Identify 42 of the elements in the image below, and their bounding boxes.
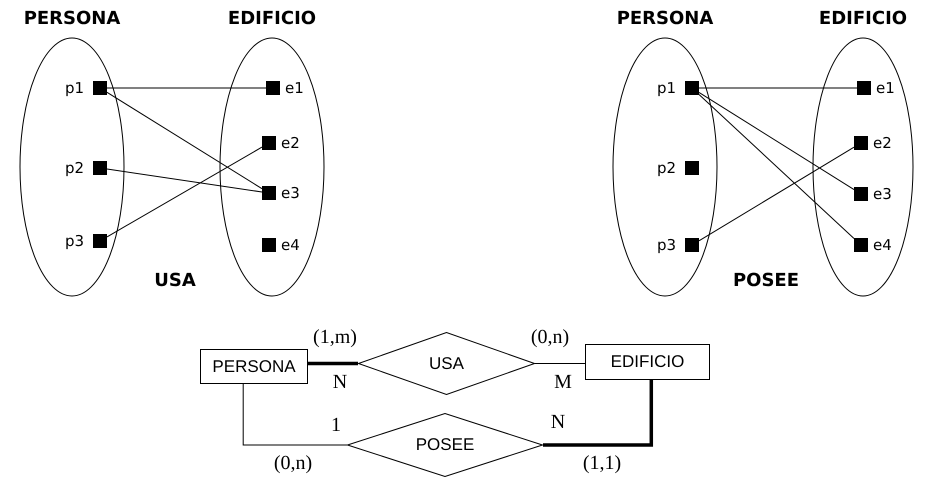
set-heading: PERSONA <box>24 8 120 29</box>
relationship-name: USA <box>429 354 464 374</box>
element-label: e3 <box>281 184 300 202</box>
connector-line <box>698 92 854 190</box>
element-label: p2 <box>65 159 84 177</box>
element-label: p2 <box>657 159 676 177</box>
connector-line <box>106 146 262 238</box>
connector-line <box>698 94 854 239</box>
element-label: e2 <box>873 134 892 152</box>
element-label: p3 <box>65 232 84 250</box>
element-label: p3 <box>657 236 676 254</box>
connector-line <box>534 363 586 364</box>
cardinality-label: (0,n) <box>274 452 312 474</box>
element-label: e4 <box>873 236 892 254</box>
entity-box: EDIFICIO <box>585 344 710 380</box>
element-label: e4 <box>281 236 300 254</box>
element-label: e3 <box>873 185 892 203</box>
cardinality-label: N <box>550 411 566 433</box>
connector-line <box>698 146 854 242</box>
element-label: p1 <box>65 79 84 97</box>
connector-line <box>106 168 262 192</box>
element-label: p1 <box>657 79 676 97</box>
element-label: e2 <box>281 134 300 152</box>
relationship-name: POSEE <box>416 435 474 455</box>
double-line <box>308 362 358 366</box>
double-line <box>543 380 654 447</box>
cardinality-label: (0,n) <box>530 326 570 348</box>
element-label: e1 <box>285 79 304 97</box>
element-label: e1 <box>876 79 895 97</box>
cardinality-label: 1 <box>331 414 341 436</box>
entity-box: PERSONA <box>200 349 308 384</box>
set-heading: PERSONA <box>616 8 714 29</box>
set-heading: EDIFICIO <box>818 8 908 29</box>
cardinality-label: (1,1) <box>582 452 622 474</box>
cardinality-label: N <box>332 371 348 393</box>
cardinality-label: (1,m) <box>313 326 357 348</box>
cardinality-label: M <box>554 371 572 393</box>
connector-line <box>106 92 262 190</box>
set-heading: EDIFICIO <box>228 8 316 29</box>
relationship-label: POSEE <box>732 270 800 291</box>
relationship-label: USA <box>154 270 196 291</box>
connector-line <box>242 384 348 446</box>
